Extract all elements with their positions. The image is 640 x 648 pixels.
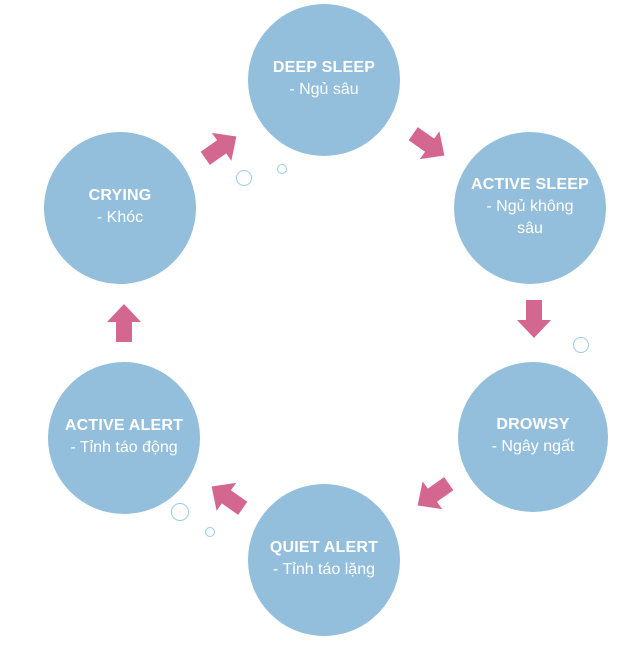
state-crying: CRYING - Khóc [44,132,196,284]
arrow-crying-to-deep-sleep-icon [200,132,237,165]
arrow-deep-to-active-sleep-icon [408,127,445,160]
arrow-quiet-alert-to-active-alert-icon [211,482,248,515]
bubble-decoration [171,503,189,521]
state-subtitle: - Tỉnh táo lặng [273,561,375,578]
bubble-decoration [236,170,252,186]
state-deep-sleep: DEEP SLEEP - Ngủ sâu [248,4,400,156]
state-title: CRYING [88,187,152,204]
state-title: DROWSY [496,416,570,433]
arrow-active-sleep-to-drowsy-icon [517,300,551,338]
bubble-decoration [573,337,589,353]
arrow-active-alert-to-crying-icon [107,304,141,342]
state-title: QUIET ALERT [269,539,379,556]
state-title: DEEP SLEEP [272,59,376,76]
bubble-decoration [277,164,287,174]
state-active-alert: ACTIVE ALERT - Tỉnh táo động [48,362,200,514]
state-title: ACTIVE SLEEP [471,176,589,193]
state-drowsy: DROWSY - Ngây ngất [458,362,608,512]
state-subtitle: - Ngủ sâu [289,81,359,98]
state-subtitle: - Khóc [96,209,144,226]
state-subtitle: - Ngây ngất [491,438,575,455]
arrow-drowsy-to-quiet-alert-icon [417,477,454,510]
state-subtitle: - Ngủ không sâu [486,198,574,237]
state-quiet-alert: QUIET ALERT - Tỉnh táo lặng [248,484,400,636]
state-active-sleep: ACTIVE SLEEP - Ngủ không sâu [454,132,606,284]
state-subtitle: - Tỉnh táo động [70,439,178,456]
state-title: ACTIVE ALERT [64,417,184,434]
bubble-decoration [205,527,215,537]
